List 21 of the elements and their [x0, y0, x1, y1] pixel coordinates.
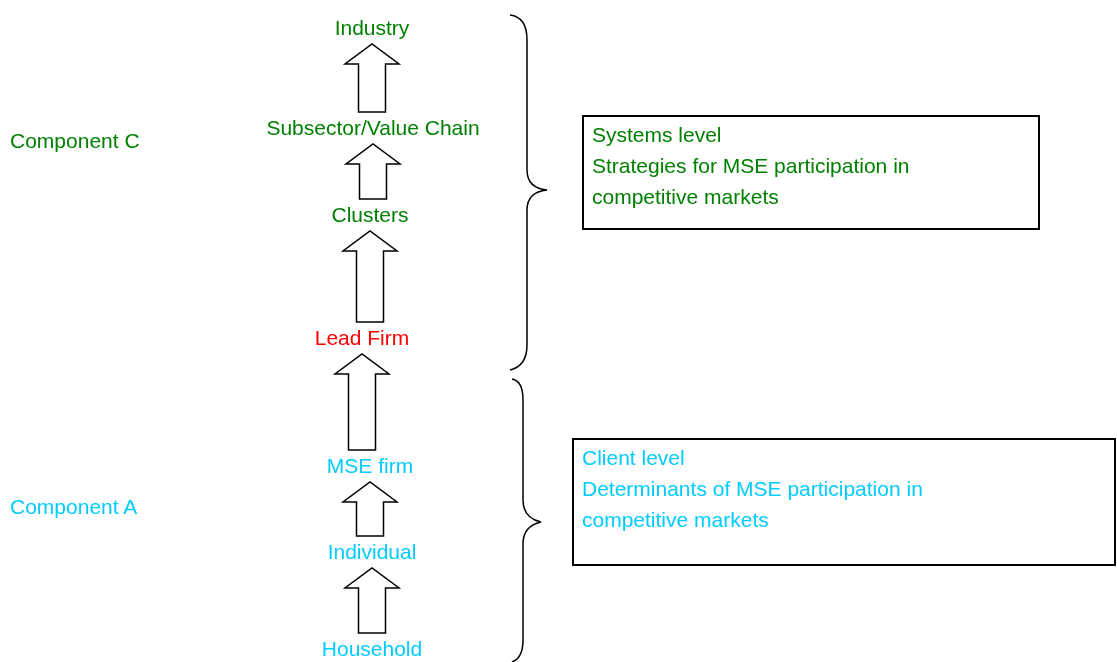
block-arrow [342, 567, 402, 634]
box-heading: Systems level [592, 122, 723, 148]
block-arrow [342, 43, 402, 113]
block-arrow [343, 143, 403, 200]
level-label: MSE firm [326, 453, 414, 479]
block-arrow [332, 353, 392, 451]
block-arrow [340, 481, 400, 537]
level-label: Subsector/Value Chain [266, 115, 480, 141]
level-label: Clusters [331, 202, 409, 228]
box-description: Strategies for MSE participation in competitive markets [592, 153, 911, 210]
level-label: Lead Firm [314, 325, 410, 351]
text-box [582, 115, 1040, 230]
level-label: Household [321, 636, 423, 662]
level-label: Individual [327, 539, 417, 565]
component-label: Component C [10, 128, 140, 154]
box-description: Determinants of MSE participation in competitive markets [582, 476, 924, 533]
component-label: Component A [10, 494, 138, 520]
text-box [572, 438, 1116, 566]
box-heading: Client level [582, 445, 686, 471]
block-arrow [340, 230, 400, 323]
level-label: Industry [334, 15, 410, 41]
